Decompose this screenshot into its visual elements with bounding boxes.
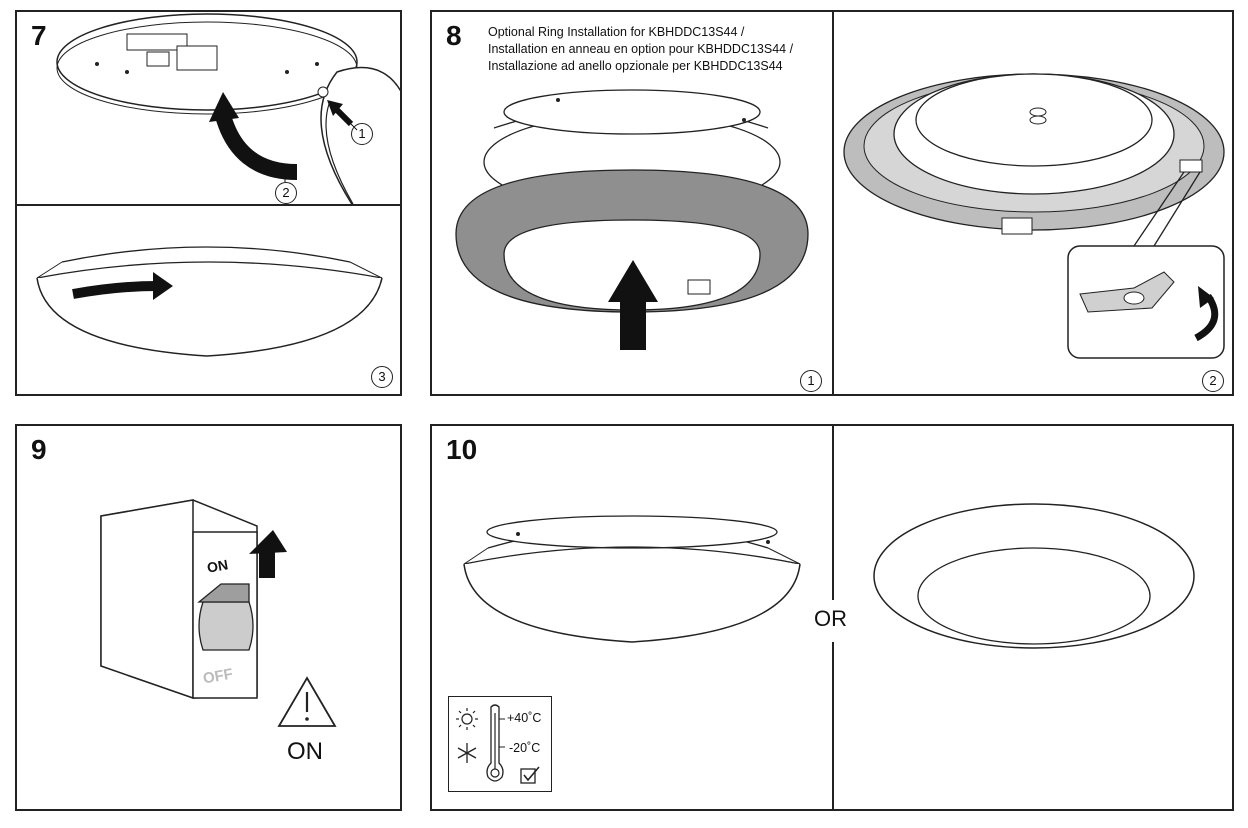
step-8-title: Optional Ring Installation for KBHDDC13S… (488, 24, 793, 75)
step-8-number: 8 (446, 20, 462, 51)
warning-on-label: ON (287, 738, 323, 765)
arrow-icon (608, 260, 658, 350)
step-8-panel: 8 Optional Ring Installation for KBHDDC1… (430, 10, 1234, 396)
step-7-number: 7 (31, 20, 47, 51)
title-english: Optional Ring Installation for KBHDDC13S… (488, 25, 745, 39)
step-10-number: 10 (446, 434, 478, 465)
ring-install-illustration (455, 89, 809, 313)
thermometer-icon (486, 704, 505, 782)
arrow-icon (72, 272, 173, 300)
lamp-dome-illustration (36, 246, 383, 357)
callout-1: 1 (351, 123, 373, 145)
callout-2: 2 (275, 182, 297, 204)
arrow-icon (1194, 286, 1219, 342)
temp-low-label: -20˚C (509, 741, 541, 755)
panel-divider (832, 426, 834, 600)
callout-3: 3 (371, 366, 393, 388)
circuit-breaker-illustration (100, 499, 258, 700)
snowflake-icon (457, 743, 477, 763)
warning-triangle-icon (277, 676, 337, 727)
temp-high-label: +40˚C (507, 711, 542, 725)
title-italian: Installazione ad anello opzionale per KB… (488, 59, 783, 73)
step-9-number: 9 (31, 434, 47, 465)
lamp-with-ring-illustration (873, 503, 1195, 649)
ring-attached-illustration (843, 73, 1225, 359)
arrow-icon (249, 530, 287, 578)
callout-1: 1 (800, 370, 822, 392)
sun-icon (456, 708, 478, 730)
arrow-icon (209, 92, 358, 182)
title-french: Installation en anneau en option pour KB… (488, 42, 794, 56)
step-9-panel: 9 ON OFF ON (15, 424, 402, 811)
step-10-panel: 10 OR (430, 424, 1234, 811)
callout-2: 2 (1202, 370, 1224, 392)
step-7-panel: 7 1 2 (15, 10, 402, 206)
temperature-range-box: +40˚C -20˚C (448, 696, 552, 792)
step-7-panel-lower: 3 (15, 204, 402, 396)
panel-divider (832, 642, 834, 809)
checkbox-icon (520, 766, 540, 784)
panel-divider (832, 12, 834, 394)
or-label: OR (814, 606, 847, 631)
lamp-without-ring-illustration (463, 515, 801, 643)
